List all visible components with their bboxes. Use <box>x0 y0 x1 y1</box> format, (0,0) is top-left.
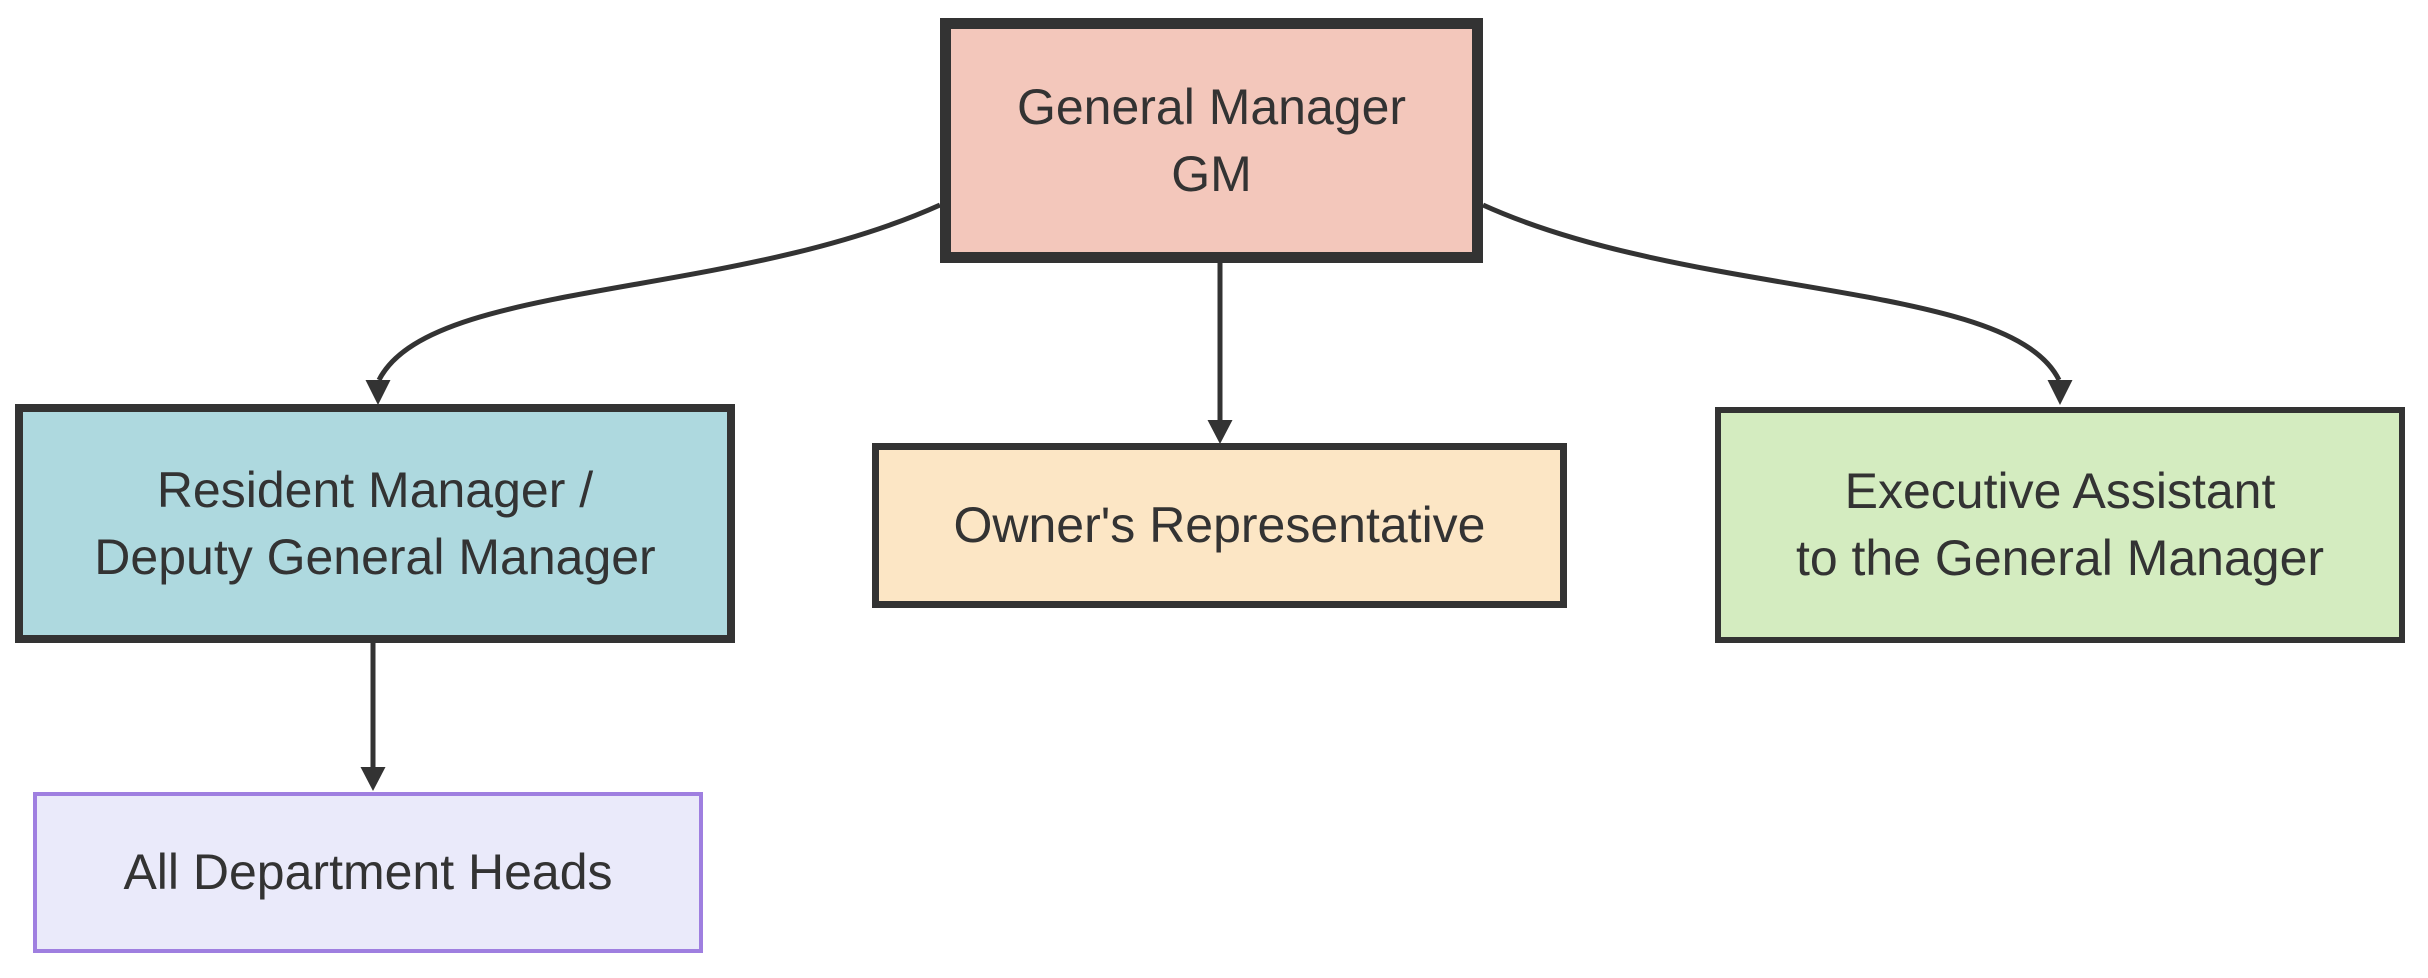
node-resident-manager-label: Resident Manager / Deputy General Manage… <box>94 461 656 585</box>
edge-gm-to-resident-arrowhead <box>365 380 391 405</box>
edge-resident-to-heads <box>360 643 386 791</box>
edge-gm-to-assistant <box>1481 202 2073 405</box>
edge-gm-to-owner-arrowhead <box>1207 420 1233 444</box>
node-resident-manager: Resident Manager / Deputy General Manage… <box>15 404 735 643</box>
node-owners-representative-label: Owner's Representative <box>953 497 1486 553</box>
edge-gm-to-resident-line <box>376 202 942 382</box>
node-general-manager: General Manager GM <box>940 18 1483 263</box>
node-executive-assistant-label: Executive Assistant to the General Manag… <box>1795 463 2325 586</box>
edge-gm-to-assistant-line <box>1481 202 2062 382</box>
edge-gm-to-owner <box>1207 263 1233 444</box>
edge-gm-to-assistant-arrowhead <box>2047 380 2073 405</box>
node-general-manager-label: General Manager GM <box>1016 78 1407 202</box>
node-all-department-heads: All Department Heads <box>33 792 703 953</box>
edge-resident-to-heads-arrowhead <box>360 767 386 791</box>
node-owners-representative: Owner's Representative <box>872 443 1567 608</box>
node-executive-assistant: Executive Assistant to the General Manag… <box>1715 407 2405 643</box>
node-all-department-heads-label: All Department Heads <box>123 844 613 900</box>
edge-gm-to-resident <box>365 202 942 405</box>
